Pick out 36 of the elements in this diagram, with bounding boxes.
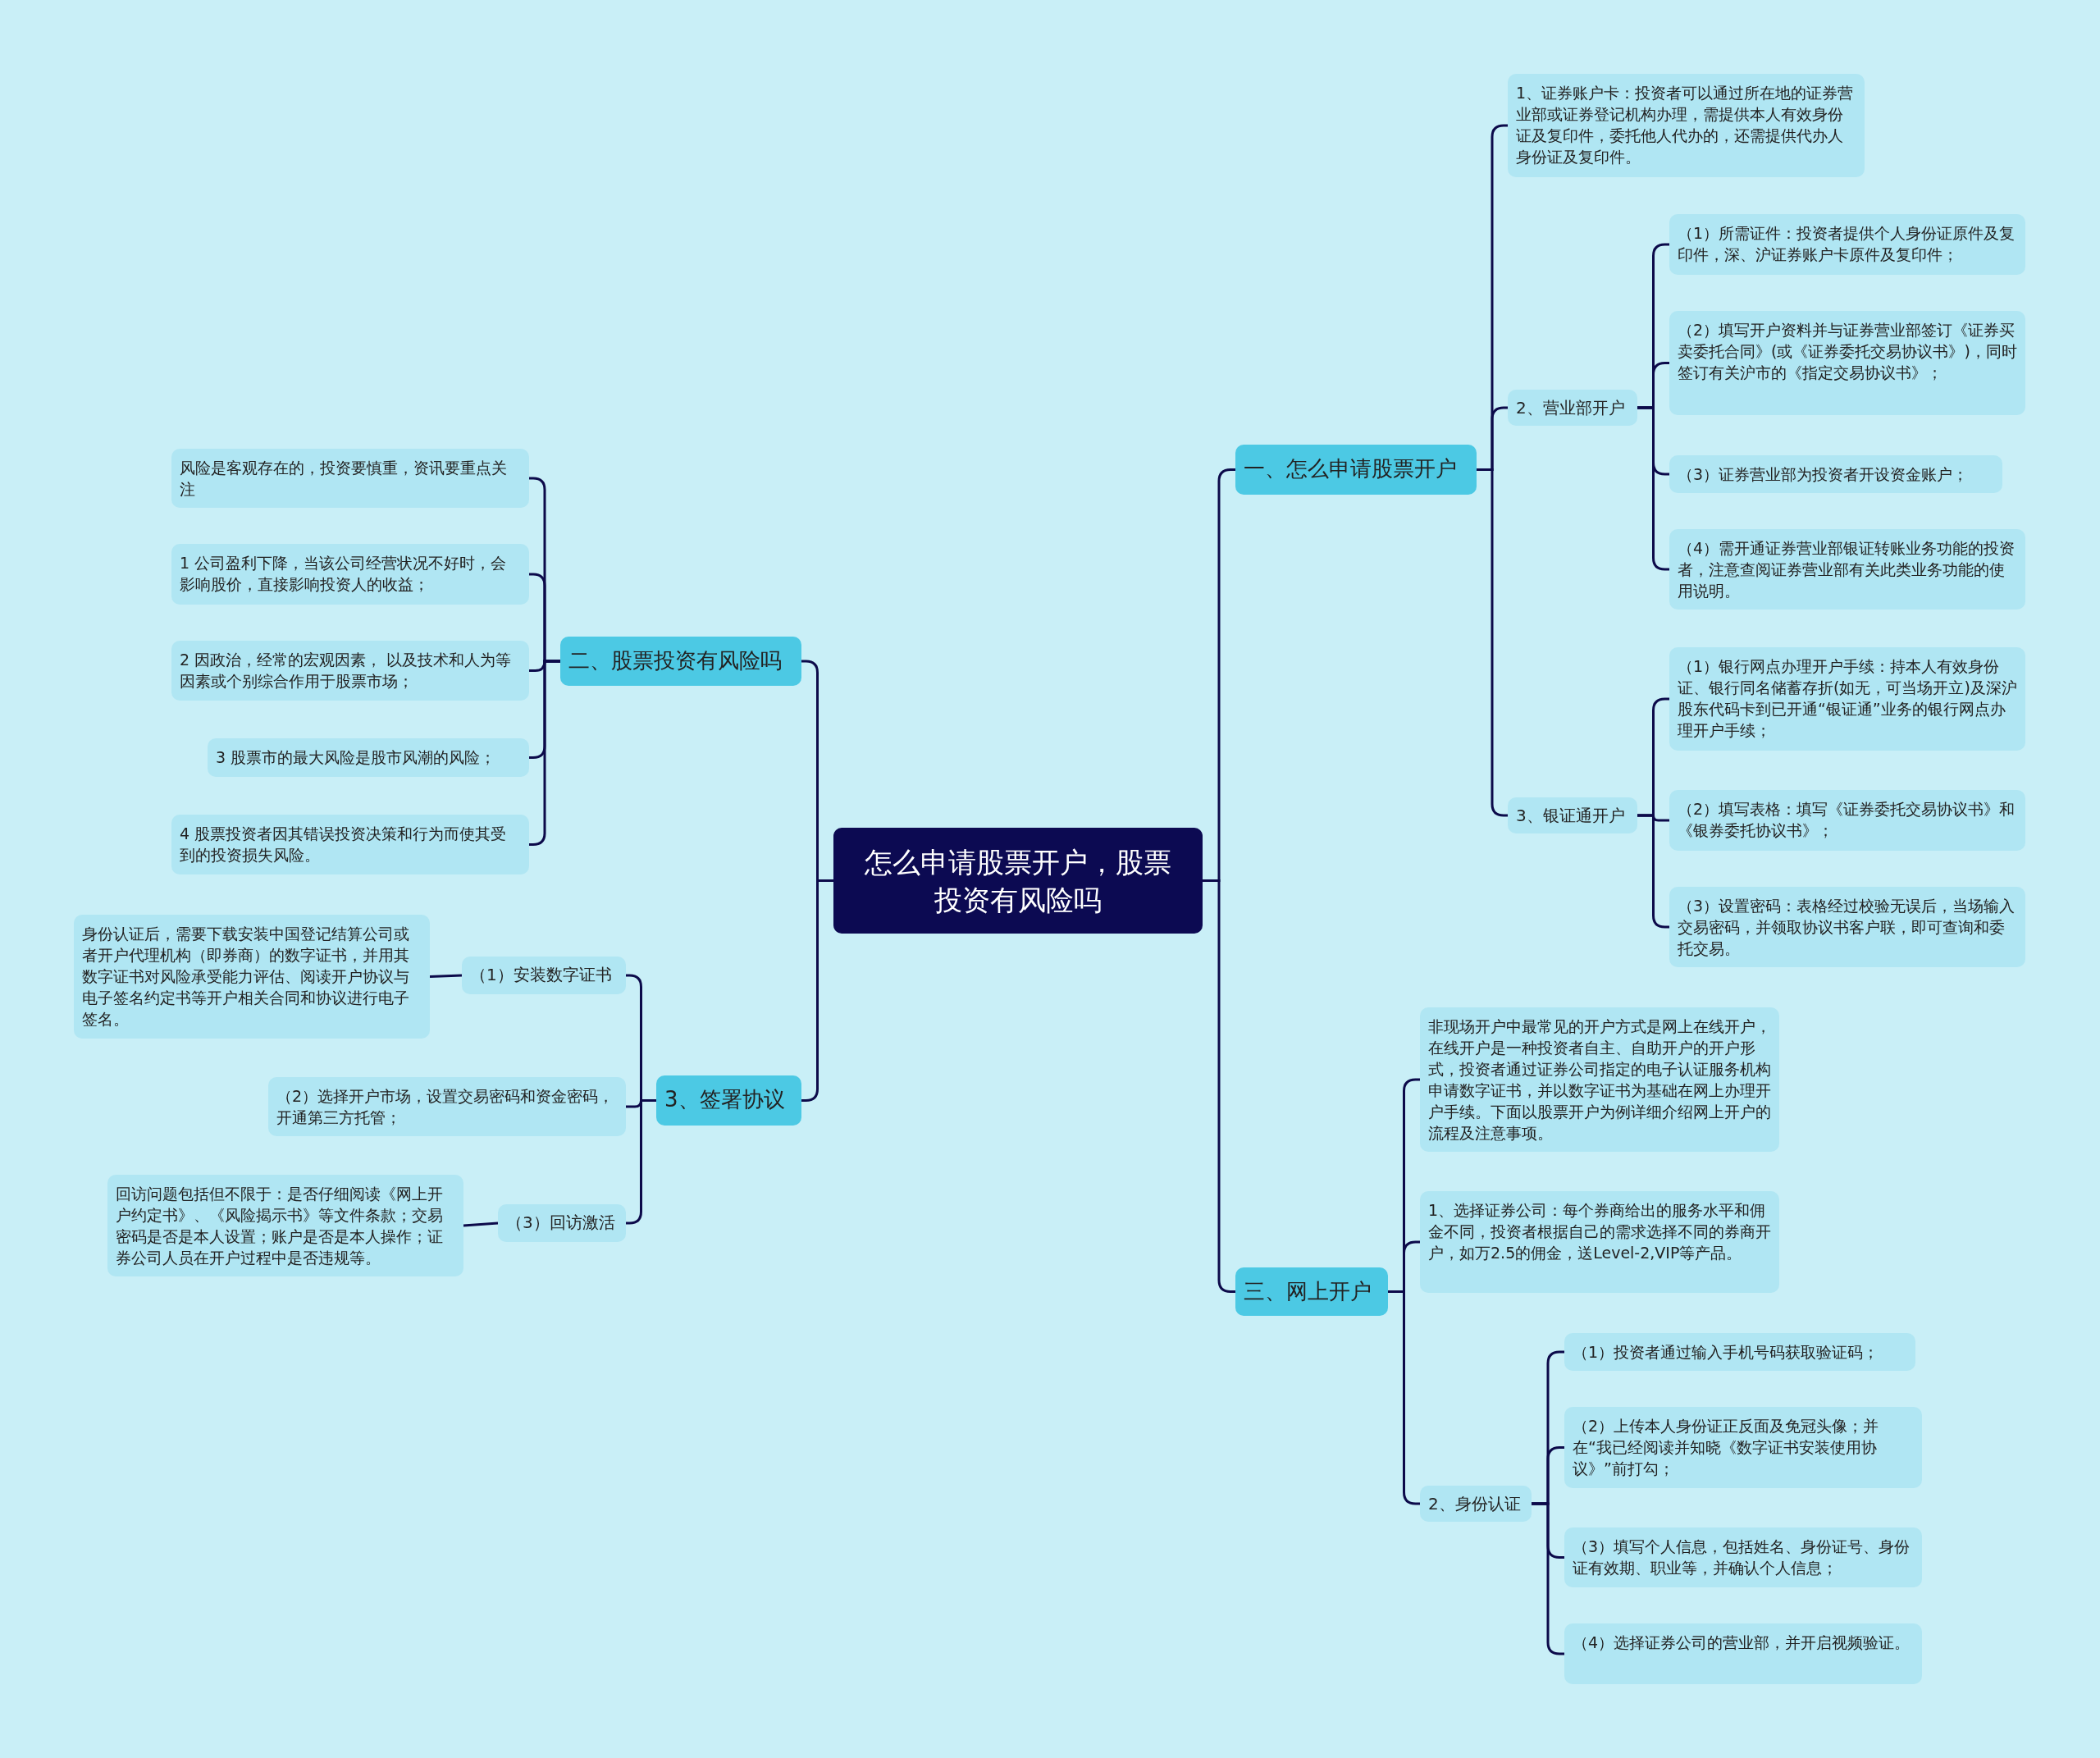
note-box: 2 因政治，经常的宏观因素， 以及技术和人为等因素或个别综合作用于股票市场； [171,641,529,701]
note-box: 1、选择证券公司：每个券商给出的服务水平和佣金不同，投资者根据自己的需求选择不同的券商开户，如万2.5的佣金，送Level-2,VIP等产品。 [1420,1191,1779,1293]
branch-box: 二、股票投资有风险吗 [560,637,801,686]
connector-line [429,974,463,978]
subtopic-box: 2、营业部开户 [1508,390,1637,426]
note-box: （2）选择开户市场，设置交易密码和资金密码，开通第三方托管； [268,1077,626,1136]
note-box: （1）银行网点办理开户手续：持本人有效身份证、银行同名储蓄存折(如无，可当场开立)及深沪股东代码卡到已开通“银证通”业务的银行网点办理开户手续； [1669,647,2025,751]
note-box: （1）所需证件：投资者提供个人身份证原件及复印件，深、沪证券账户卡原件及复印件； [1669,214,2025,275]
note-box: 身份认证后，需要下载安装中国登记结算公司或者开户代理机构（即券商）的数字证书，并用其数字证书对风险承受能力评估、阅读开户协议与电子签名约定书等开户相关合同和协议进行电子签名。 [74,915,430,1039]
note-box: 1 公司盈利下降，当该公司经营状况不好时，会影响股价，直接影响投资人的收益； [171,544,529,605]
note-box: （2）上传本人身份证正反面及免冠头像；并在“我已经阅读并知晓《数字证书安装使用协议》”前打勾； [1564,1407,1922,1488]
note-box: （2）填写表格：填写《证券委托交易协议书》和《银券委托协议书》； [1669,790,2025,851]
note-box: （4）需开通证券营业部银证转账业务功能的投资者，注意查阅证券营业部有关此类业务功能的使用说明。 [1669,529,2025,610]
note-box: （3）填写个人信息，包括姓名、身份证号、身份证有效期、职业等，并确认个人信息； [1564,1527,1922,1587]
connector-line [529,660,560,846]
note-box: 1、证券账户卡：投资者可以通过所在地的证券营业部或证券登记机构办理，需提供本人有效身份证及复印件，委托他人代办的，还需提供代办人身份证及复印件。 [1508,74,1865,177]
note-box: （3）证券营业部为投资者开设资金账户； [1669,455,2002,493]
subtopic-box: 3、银证通开户 [1508,797,1637,833]
note-box: （1）投资者通过输入手机号码获取验证码； [1564,1333,1915,1371]
branch-box: 3、签署协议 [656,1075,801,1126]
central-topic-box: 怎么申请股票开户，股票投资有风险吗 [833,828,1203,934]
note-box: 风险是客观存在的，投资要慎重，资讯要重点关注 [171,449,529,508]
note-box: （2）填写开户资料并与证券营业部签订《证券买卖委托合同》(或《证券委托交易协议书》)，同时签订有关沪市的《指定交易协议书》； [1669,311,2025,415]
connector-line [463,1221,499,1227]
subtopic-box: （1）安装数字证书 [462,957,626,994]
branch-box: 一、怎么申请股票开户 [1235,445,1477,495]
note-box: 非现场开户中最常见的开户方式是网上在线开户，在线开户是一种投资者自主、自助开户的开户形式，投资者通过证券公司指定的电子认证服务机构申请数字证书，并以数字证书为基础在网上办理开户手续。下面以股票开户为例详细介绍网上开户的流程及注意事项。 [1420,1007,1779,1152]
note-box: （4）选择证券公司的营业部，并开启视频验证。 [1564,1623,1922,1684]
connector-line [1477,468,1508,817]
note-box: 4 股票投资者因其错误投资决策和行为而使其受到的投资损失风险。 [171,815,529,874]
note-box: 回访问题包括但不限于：是否仔细阅读《网上开户约定书》、《风险揭示书》等文件条款；交易密码是否是本人设置；账户是否是本人操作；证券公司人员在开户过程中是否违规等。 [107,1175,463,1276]
note-box: （3）设置密码：表格经过校验无误后，当场输入交易密码，并领取协议书客户联，即可查询和委托交易。 [1669,887,2025,967]
subtopic-box: 2、身份认证 [1420,1486,1532,1522]
branch-box: 三、网上开户 [1235,1267,1388,1316]
subtopic-box: （3）回访激活 [498,1204,626,1242]
note-box: 3 股票市的最大风险是股市风潮的风险； [208,738,529,777]
